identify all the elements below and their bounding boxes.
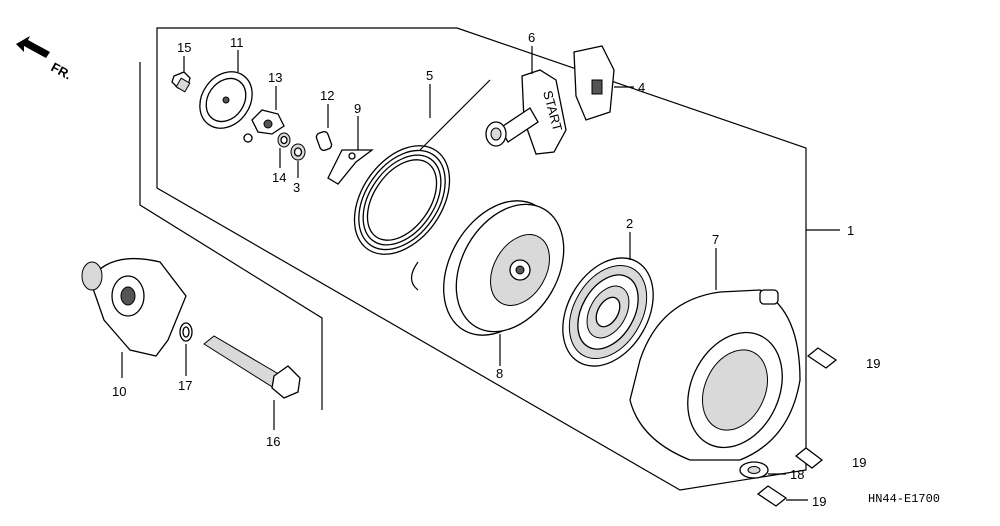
handle-cap-part-4 bbox=[573, 45, 615, 121]
starter-case-part-7 bbox=[629, 289, 801, 461]
callout-11: 11 bbox=[230, 35, 244, 50]
callout-1: 1 bbox=[847, 223, 854, 238]
long-bolt-part-16 bbox=[203, 335, 301, 399]
sub-assembly-frame bbox=[139, 62, 323, 410]
ratchet-part-13 bbox=[243, 109, 285, 143]
callout-13: 13 bbox=[268, 70, 282, 85]
assembly-frame bbox=[156, 27, 807, 491]
pulley-part-10 bbox=[81, 257, 187, 357]
pin-part-12 bbox=[315, 130, 333, 152]
bolt-part-19-b bbox=[794, 447, 824, 469]
front-direction-arrow: FR. bbox=[16, 36, 74, 82]
callout-3: 3 bbox=[293, 180, 300, 195]
guide-part-9 bbox=[327, 149, 374, 185]
bolt-part-19-c bbox=[756, 485, 788, 507]
callout-5: 5 bbox=[426, 68, 433, 83]
diagram-code: HN44-E1700 bbox=[868, 492, 940, 506]
callout-15: 15 bbox=[177, 40, 191, 55]
arrow-icon bbox=[16, 36, 50, 58]
bolt-part-15 bbox=[171, 71, 191, 93]
callout-16: 16 bbox=[266, 434, 280, 449]
callout-12: 12 bbox=[320, 88, 334, 103]
o-ring-part-17 bbox=[179, 322, 193, 342]
recoil-spring-part-2 bbox=[562, 257, 654, 367]
bolt-part-19-a bbox=[806, 347, 838, 369]
friction-plate-part-11 bbox=[199, 71, 253, 129]
callout-10: 10 bbox=[112, 384, 126, 399]
spring-part-3 bbox=[290, 143, 306, 161]
callout-14: 14 bbox=[272, 170, 286, 185]
callout-7: 7 bbox=[712, 232, 719, 247]
washer-part-18 bbox=[739, 461, 769, 479]
reel-part-8 bbox=[443, 200, 565, 336]
callout-18: 18 bbox=[790, 467, 804, 482]
callout-19-a: 19 bbox=[866, 356, 880, 371]
spring-part-14 bbox=[277, 132, 291, 148]
callout-19-b: 19 bbox=[852, 455, 866, 470]
callout-8: 8 bbox=[496, 366, 503, 381]
starter-rope-part-5 bbox=[353, 79, 491, 291]
callout-17: 17 bbox=[178, 378, 192, 393]
callout-2: 2 bbox=[626, 216, 633, 231]
callout-9: 9 bbox=[354, 101, 361, 116]
direction-label: FR. bbox=[49, 59, 75, 82]
handle-part-6: START bbox=[485, 69, 567, 155]
callout-19-c: 19 bbox=[812, 494, 826, 509]
callout-4: 4 bbox=[638, 80, 645, 95]
callout-6: 6 bbox=[528, 30, 535, 45]
